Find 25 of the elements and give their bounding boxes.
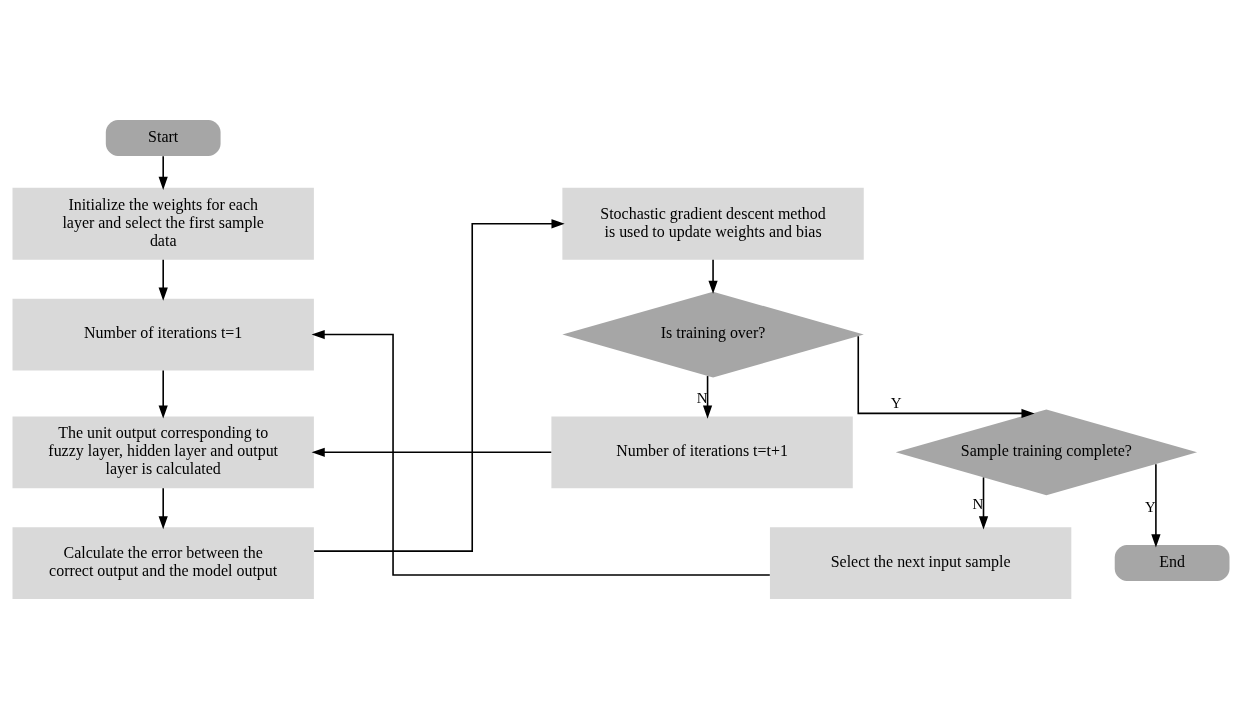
arrow [313, 218, 565, 552]
arrow [158, 258, 168, 301]
node-box: The unit output corresponding to fuzzy layer, hidden layer and output layer is calculated [12, 415, 314, 488]
node-box: Number of iterations t=t+1 [551, 415, 853, 488]
arrow [857, 334, 1035, 418]
arrow [158, 486, 168, 529]
edge-label: N [972, 495, 984, 512]
node-box: Select the next input sample [769, 526, 1072, 599]
arrow [708, 258, 718, 294]
edge-label: Y [890, 394, 902, 411]
node-diamond: Is training over? [562, 291, 864, 377]
arrow [702, 374, 713, 419]
arrow [158, 369, 168, 419]
edge-label: N [696, 389, 708, 406]
arrow [1151, 462, 1161, 548]
arrow [311, 447, 553, 457]
node-box: Number of iterations t=1 [12, 298, 314, 370]
node-box: Calculate the error between the correct output and the model output [12, 526, 314, 599]
node-box: Stochastic gradient descent method is used to update weights and bias [562, 187, 864, 260]
node-box: Start [105, 119, 221, 156]
node-box: End [1114, 544, 1230, 581]
node-box: Initialize the weights for each layer and select the first sample data [12, 187, 314, 260]
arrow [311, 329, 771, 576]
arrow [158, 154, 168, 190]
arrow [978, 476, 989, 530]
